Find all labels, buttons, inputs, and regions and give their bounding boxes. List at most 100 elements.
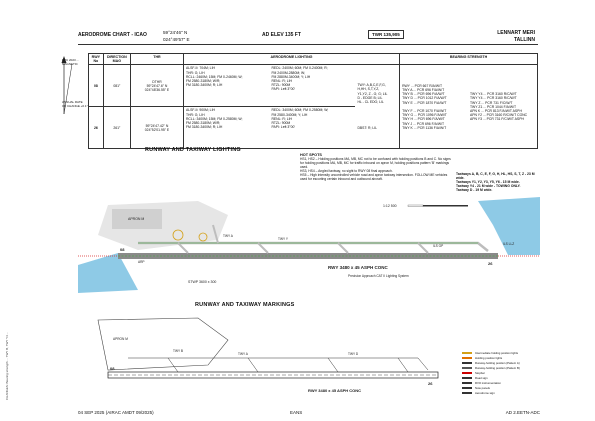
hotspot-hs2 <box>198 232 208 242</box>
lighting-map: RWY 3480 x 45 ASPH CONC STWP 3600 x 300 … <box>78 195 540 295</box>
legend: Intermediate holding position lights Hol… <box>462 350 540 395</box>
marking-connector-3 <box>327 357 339 373</box>
rwy-26-number: 26 <box>88 106 104 150</box>
legend-label: Aerodrome sign <box>475 390 495 395</box>
rwy-08-lighting-2: REDL: 2400M; 60M; FM 0-2400M; R; FM 2400… <box>269 64 356 108</box>
appr-lighting-label: Precision Approach CAT II Lighting Syste… <box>348 274 409 278</box>
marking-connector-1 <box>167 357 179 373</box>
scale-bar-seg <box>407 204 424 207</box>
legend-label: Holding position lights <box>475 355 503 360</box>
markings-rwy-label: RWY 3480 x 45 ASPH CONC <box>308 388 361 393</box>
markings-map: RWY 3480 x 45 ASPH CONC TWY A TWY B TWY … <box>78 310 458 405</box>
annual-rate: ANNUAL RATE OF CHANGE +0.1° <box>62 100 88 108</box>
markings-section-title: RUNWAY AND TAXIWAY MARKINGS <box>195 302 295 308</box>
rwy-08-label: 08 <box>120 247 125 252</box>
footer-page-ref: AD 2.EETN-ADC <box>505 410 540 415</box>
legend-label: RVO instrumentation <box>475 380 501 385</box>
lake-water <box>78 253 138 293</box>
markings-apron-label: APRON M <box>113 337 128 341</box>
rwy-26-direction: 261° <box>102 106 132 150</box>
rwy-08-thr: DTHR 59°24'47.6" N 024°48'36.55" E <box>130 64 184 108</box>
markings-twy-b-label: TWY B <box>173 349 183 353</box>
taxiway-widths-note: Taxiways A, B, C, E, F, G, H, HL, HS, S,… <box>456 172 535 192</box>
terminal-building <box>112 209 162 229</box>
legend-item-7: Note panels <box>462 385 540 390</box>
twy-lighting-text: TWY: A,B,C,E,F,G, H,HH, S,T,Y,Z, Y1,Y2, … <box>357 83 388 104</box>
th-bearing: BEARING STRENGTH <box>399 52 538 66</box>
legend-item-3: Runway-holding position (Pattern B) <box>462 365 540 370</box>
th-rwy: RWY No <box>88 52 104 66</box>
th-lighting: AERODROME LIGHTING <box>182 52 401 66</box>
aerodrome-city: TALLINN <box>513 37 535 43</box>
legend-item-1: Holding position lights <box>462 355 540 360</box>
hotspots-text: HS1, HS2 – Holding positions MA, MB, MC … <box>300 157 451 181</box>
legend-label: Intermediate holding position lights <box>475 350 519 355</box>
taxiway-outline <box>128 357 429 371</box>
changes-side-note: CHANGES: Bearing strength ... TWY B, TWY… <box>5 331 9 400</box>
markings-bg <box>78 310 458 405</box>
legend-item-2: Runway-holding position (Pattern A) <box>462 360 540 365</box>
marking-connector-4 <box>397 357 409 373</box>
runway-data-table: RWY No DIRECTION MAG THR AERODROME LIGHT… <box>88 52 538 150</box>
legend-label: Road sign <box>475 375 488 380</box>
markings-rwy-26: 26 <box>428 381 433 386</box>
footer-publisher: EANS <box>290 410 303 415</box>
arp-label: ARP <box>138 260 145 264</box>
legend-swatch <box>462 381 472 384</box>
legend-swatch <box>462 386 472 389</box>
th-direction: DIRECTION MAG <box>102 52 132 66</box>
ils-gp-label: ILS GP <box>433 244 443 248</box>
legend-item-5: Road sign <box>462 375 540 380</box>
legend-swatch <box>462 361 472 364</box>
aerodrome-name: LENNART MERI <box>497 30 535 36</box>
rwy-08-number: 08 <box>88 64 104 108</box>
water-east <box>478 197 540 255</box>
bearing-rows-1: RWY ... PCR 667 R/A/W/T TWY A ... PCR 69… <box>402 83 447 105</box>
rwy-label: RWY 3480 x 45 ASPH CONC <box>328 265 388 270</box>
legend-item-6: RVO instrumentation <box>462 380 540 385</box>
twy-connector-3 <box>337 242 349 254</box>
legend-swatch <box>462 356 472 359</box>
bearing-right: TWY Y4 ... PCR 3160 R/C/W/T TWY Y4 ... P… <box>467 64 538 150</box>
markings-twy-d-label: TWY D <box>348 352 359 356</box>
rwy-26-label: 26 <box>488 261 493 266</box>
aerodrome-elevation: AD ELEV 135 FT <box>262 32 301 38</box>
legend-label: Note panels <box>475 385 490 390</box>
arp-lon: 024°49'57" E <box>163 37 190 42</box>
legend-swatch <box>462 366 472 369</box>
rwy-26-lighting-2: REDL: 3400M; 60M; FM 0-2580M; W; FM 2580… <box>269 106 356 150</box>
twy-y-label: TWY Y <box>278 237 289 241</box>
lighting-section-title: RUNWAY AND TAXIWAY LIGHTING <box>145 147 241 153</box>
twy-connector-2 <box>257 242 269 254</box>
rwy-08-direction: 081° <box>102 64 132 108</box>
north-arrow-icon <box>61 56 73 115</box>
dbst-text: DBST: R; LIL <box>357 126 378 131</box>
legend-item-4: Stopbar <box>462 370 540 375</box>
legend-label: Stopbar <box>475 370 485 375</box>
legend-label: Runway-holding position (Pattern A) <box>475 360 520 365</box>
hotspot-hs1 <box>172 229 184 241</box>
legend-swatch <box>462 351 472 354</box>
twy-a-label: TWY A <box>223 234 234 238</box>
markings-rwy-08: 08 <box>110 366 115 371</box>
twy-connector-4 <box>417 242 429 254</box>
twy-lighting: TWY: A,B,C,E,F,G, H,HH, S,T,Y,Z, Y1,Y2, … <box>355 64 401 150</box>
scale-label: 1:12 500 <box>383 204 397 208</box>
legend-swatch <box>462 371 472 374</box>
bearing-rows-2: TWY F ... PCR 1070 F/A/W/T TWY G ... PCR… <box>402 109 447 130</box>
apron-m-label: APRON M <box>128 217 144 221</box>
markings-twy-a-label: TWY A <box>238 352 249 356</box>
marking-connector-2 <box>247 357 259 373</box>
legend-item-0: Intermediate holding position lights <box>462 350 540 355</box>
legend-swatch <box>462 391 472 394</box>
rwy-26-thr: 59°24'47.42" N 024°52'01.95" E <box>130 106 184 150</box>
rwy-26-lighting: ALSF-II: 900M; LIH THR: G; LIH RCLL: 340… <box>182 106 270 150</box>
magnetic-variation: EVC 2023 ... MAGNETIC <box>62 58 80 66</box>
legend-label: Runway-holding position (Pattern B) <box>475 365 520 370</box>
twy-connector-1 <box>177 242 189 254</box>
legend-item-8: Aerodrome sign <box>462 390 540 395</box>
scale-bar <box>408 205 468 207</box>
apron-outline <box>97 317 229 371</box>
bearing-left: RWY ... PCR 667 R/A/W/T TWY A ... PCR 69… <box>399 64 468 150</box>
ils-llz-label: ILS LLZ <box>503 242 514 246</box>
